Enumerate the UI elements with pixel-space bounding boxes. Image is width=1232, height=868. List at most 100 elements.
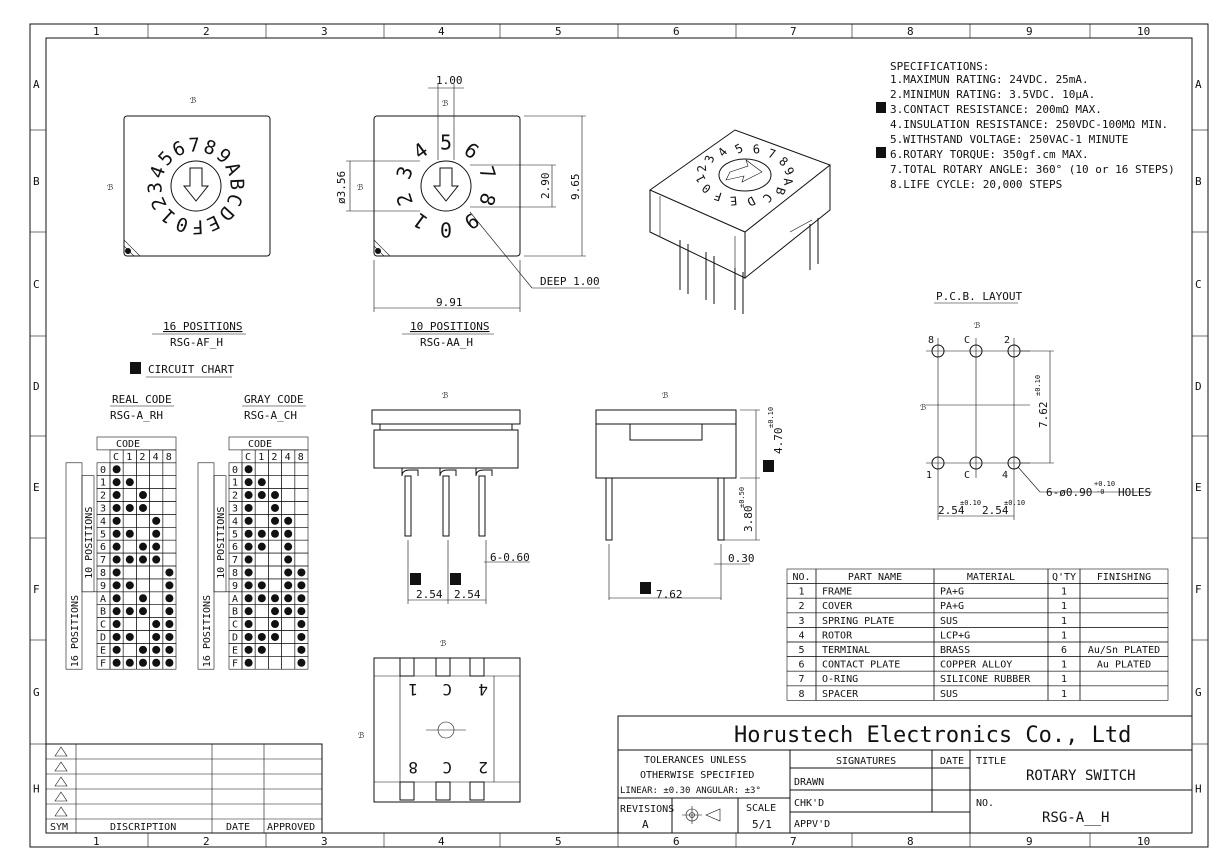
side-6-0-60: 6-0.60 — [490, 551, 530, 564]
row-marker-right: E — [1195, 481, 1202, 494]
circuit-title: CIRCUIT CHART — [148, 363, 234, 376]
group-10-label: 10 POSITIONS — [216, 507, 227, 579]
drawing-number: RSG-A__H — [1042, 810, 1109, 826]
bottom-1: 1 — [408, 680, 418, 699]
code-dot — [297, 645, 306, 654]
code-dot — [297, 607, 306, 616]
bom-cell: ROTOR — [822, 630, 853, 641]
dim-1-00: 1.00 — [436, 74, 463, 87]
bom-cell: 1 — [1061, 689, 1067, 700]
code-dot — [112, 478, 121, 487]
code-dot — [139, 542, 147, 551]
code-dot — [139, 645, 147, 654]
row-marker-left: E — [33, 481, 40, 494]
iso-dial-label: B — [773, 185, 789, 196]
rev-date-label: DATE — [226, 822, 250, 833]
row-label: A — [100, 594, 106, 605]
row-label: E — [232, 645, 238, 656]
dim-9-91: 9.91 — [436, 296, 463, 309]
company-name: Horustech Electronics Co., Ltd — [734, 723, 1131, 748]
mark-left16: ℬ — [107, 183, 113, 192]
row-label: B — [100, 607, 106, 618]
col-marker-top: 10 — [1137, 25, 1150, 38]
code-dot — [139, 491, 147, 500]
revision-value: A — [642, 818, 649, 831]
pcb-dim-7-62-tol: ±0.10 — [1034, 375, 1042, 396]
code-dot — [125, 658, 134, 667]
row-label: 1 — [100, 478, 106, 489]
row-label: D — [232, 633, 238, 644]
code-dot — [297, 594, 306, 603]
code-dot — [152, 542, 161, 551]
code-dot — [271, 529, 279, 538]
group-16-label: 16 POSITIONS — [70, 595, 81, 667]
row-marker-right: H — [1195, 783, 1202, 796]
dial-label: F — [192, 215, 204, 237]
side-0-30: 0.30 — [728, 552, 755, 565]
dial-label: 0 — [440, 218, 452, 242]
code-dot — [284, 542, 293, 551]
spec6-marker — [876, 147, 886, 158]
code-dot — [112, 529, 121, 538]
bottom-c-bot: C — [442, 758, 452, 777]
iso-dial-label: A — [781, 177, 796, 186]
col-marker-top: 6 — [673, 25, 680, 38]
code-dot — [257, 529, 266, 538]
drawn-label: DRAWN — [794, 777, 824, 788]
iso-dial-label: 6 — [752, 142, 760, 157]
projection-symbol-icon — [682, 806, 721, 824]
code-dot — [152, 555, 161, 564]
tol-line2: OTHERWISE SPECIFIED — [640, 770, 754, 781]
pcb-holes: 6-ø0.90 — [1046, 486, 1092, 499]
row-label: 9 — [232, 581, 238, 592]
code-dot — [112, 620, 121, 629]
col-marker-bottom: 9 — [1026, 835, 1033, 848]
side1-mark: ℬ — [442, 391, 448, 400]
col-marker-bottom: 2 — [203, 835, 210, 848]
code-dot — [139, 555, 147, 564]
side2-mark: ℬ — [662, 391, 668, 400]
approved-label: APPV'D — [794, 819, 830, 830]
iso-dial-label: F — [713, 188, 724, 204]
dial-label: 9 — [460, 208, 484, 234]
code-dot — [244, 516, 253, 525]
real-code-model: RSG-A_RH — [110, 409, 163, 422]
side-3-80-tol: ±0.50 — [738, 487, 746, 508]
drawing-title: ROTARY SWITCH — [1026, 768, 1136, 784]
code-dot — [112, 503, 121, 512]
pcb-top-2: 2 — [1004, 335, 1010, 346]
side-4-70-tol: ±0.10 — [767, 407, 775, 428]
row-label: 8 — [100, 568, 106, 579]
code-dot — [284, 529, 293, 538]
row-label: 2 — [100, 491, 106, 502]
pcb-holes-tol-up: +0.10 — [1094, 480, 1115, 488]
bom-cell: 2 — [798, 601, 804, 612]
bom-header-cell: FINISHING — [1097, 572, 1151, 583]
col-marker-top: 9 — [1026, 25, 1033, 38]
code-dot — [139, 503, 147, 512]
dial-label: 8 — [474, 190, 501, 209]
row-label: 2 — [232, 491, 238, 502]
revision-triangle-icon — [54, 746, 68, 817]
bom-cell: Au PLATED — [1097, 660, 1151, 671]
mark-top16: ℬ — [190, 96, 196, 105]
spec-line: 7.TOTAL ROTARY ANGLE: 360° (10 or 16 STE… — [890, 163, 1175, 176]
revisions-label: REVISIONS — [620, 804, 674, 815]
sym-label: SYM — [50, 822, 68, 833]
dial-label: 7 — [474, 163, 501, 182]
gray-code-title: GRAY CODE — [244, 393, 304, 406]
code-dot — [244, 632, 253, 641]
code-dot — [112, 581, 121, 590]
bom-cell: SUS — [940, 689, 958, 700]
bom-cell: SILICONE RUBBER — [940, 674, 1031, 685]
mark-top10: ℬ — [442, 99, 448, 108]
scale-label: SCALE — [746, 803, 776, 814]
pcb-layout: P.C.B. LAYOUT ℬ ℬ 8 C 2 1 C 4 7.62 ±0.10… — [920, 290, 1152, 520]
side-view-side: ℬ 7.62 0.30 4.70 ±0.10 3.80 ±0.50 — [595, 391, 785, 601]
code-dot — [244, 503, 253, 512]
row-marker-left: A — [33, 78, 40, 91]
